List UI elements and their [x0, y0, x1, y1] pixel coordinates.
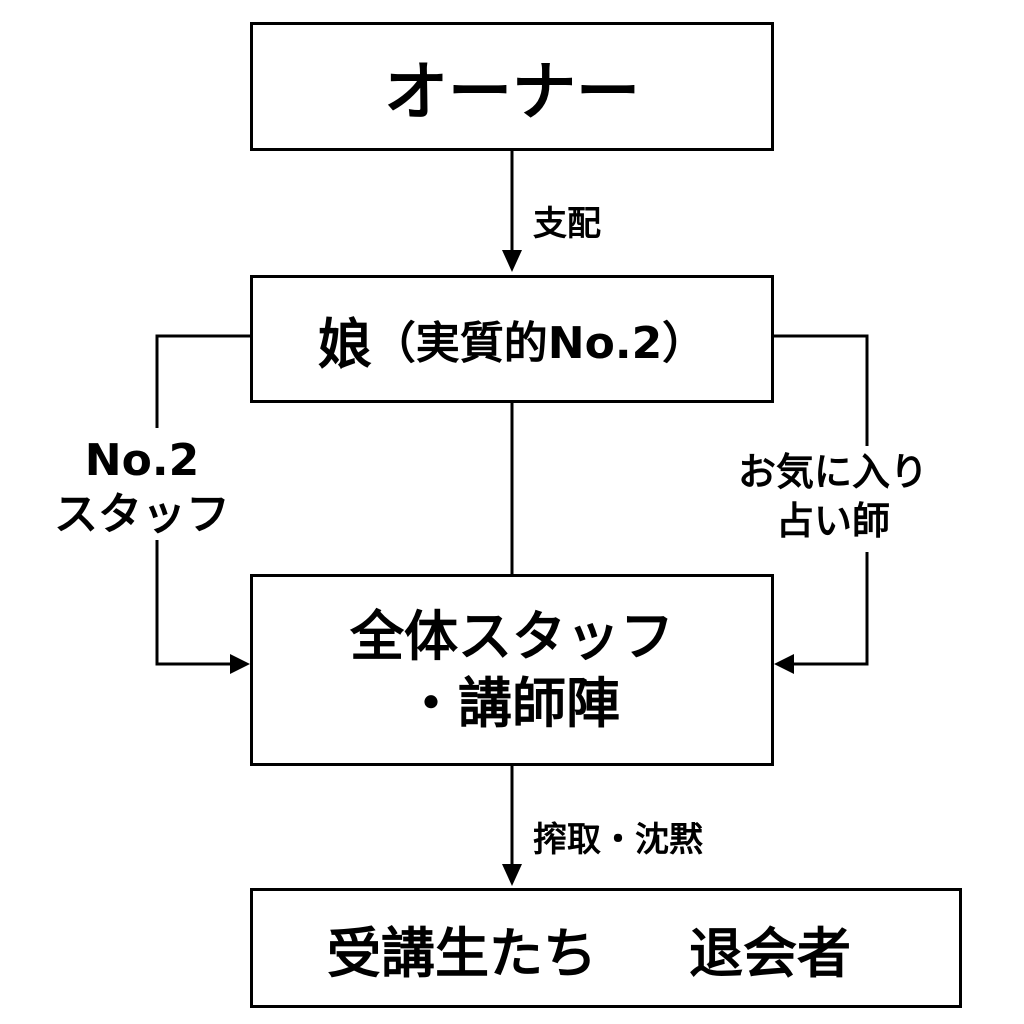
students-node: 受講生たち 退会者: [250, 888, 962, 1008]
control-edge-label: 支配: [533, 204, 601, 244]
staff-label-line1: 全体スタッフ: [350, 604, 674, 668]
staff-node: 全体スタッフ ・講師陣: [250, 574, 774, 766]
exploit-edge-label: 搾取・沈黙: [533, 820, 703, 860]
daughter-label: 娘: [317, 312, 372, 376]
favorite-label-line1: お気に入り: [738, 450, 929, 494]
arrow-owner-to-daughter: [502, 151, 522, 272]
no2-staff-label-line1: No.2: [84, 435, 200, 486]
owner-node: オーナー: [250, 22, 774, 151]
daughter-role-label: （実質的No.2）: [371, 318, 707, 369]
staff-label-line2: ・講師陣: [404, 672, 620, 735]
no2-staff-label-line2: スタッフ: [54, 488, 230, 540]
arrow-no2-staff-path: [155, 334, 250, 674]
no2-staff-edge-label: No.2 スタッフ: [54, 434, 230, 541]
favorite-label-line2: 占い師: [776, 499, 891, 544]
owner-label: オーナー: [384, 55, 640, 130]
favorite-edge-label: お気に入り 占い師: [738, 448, 928, 547]
arrow-staff-to-students: [502, 766, 522, 886]
daughter-node: 娘（実質的No.2）: [250, 275, 774, 403]
arrow-favorite-path: [774, 334, 869, 674]
students-label: 受講生たち: [327, 921, 597, 985]
former-members-label: 退会者: [689, 921, 851, 985]
